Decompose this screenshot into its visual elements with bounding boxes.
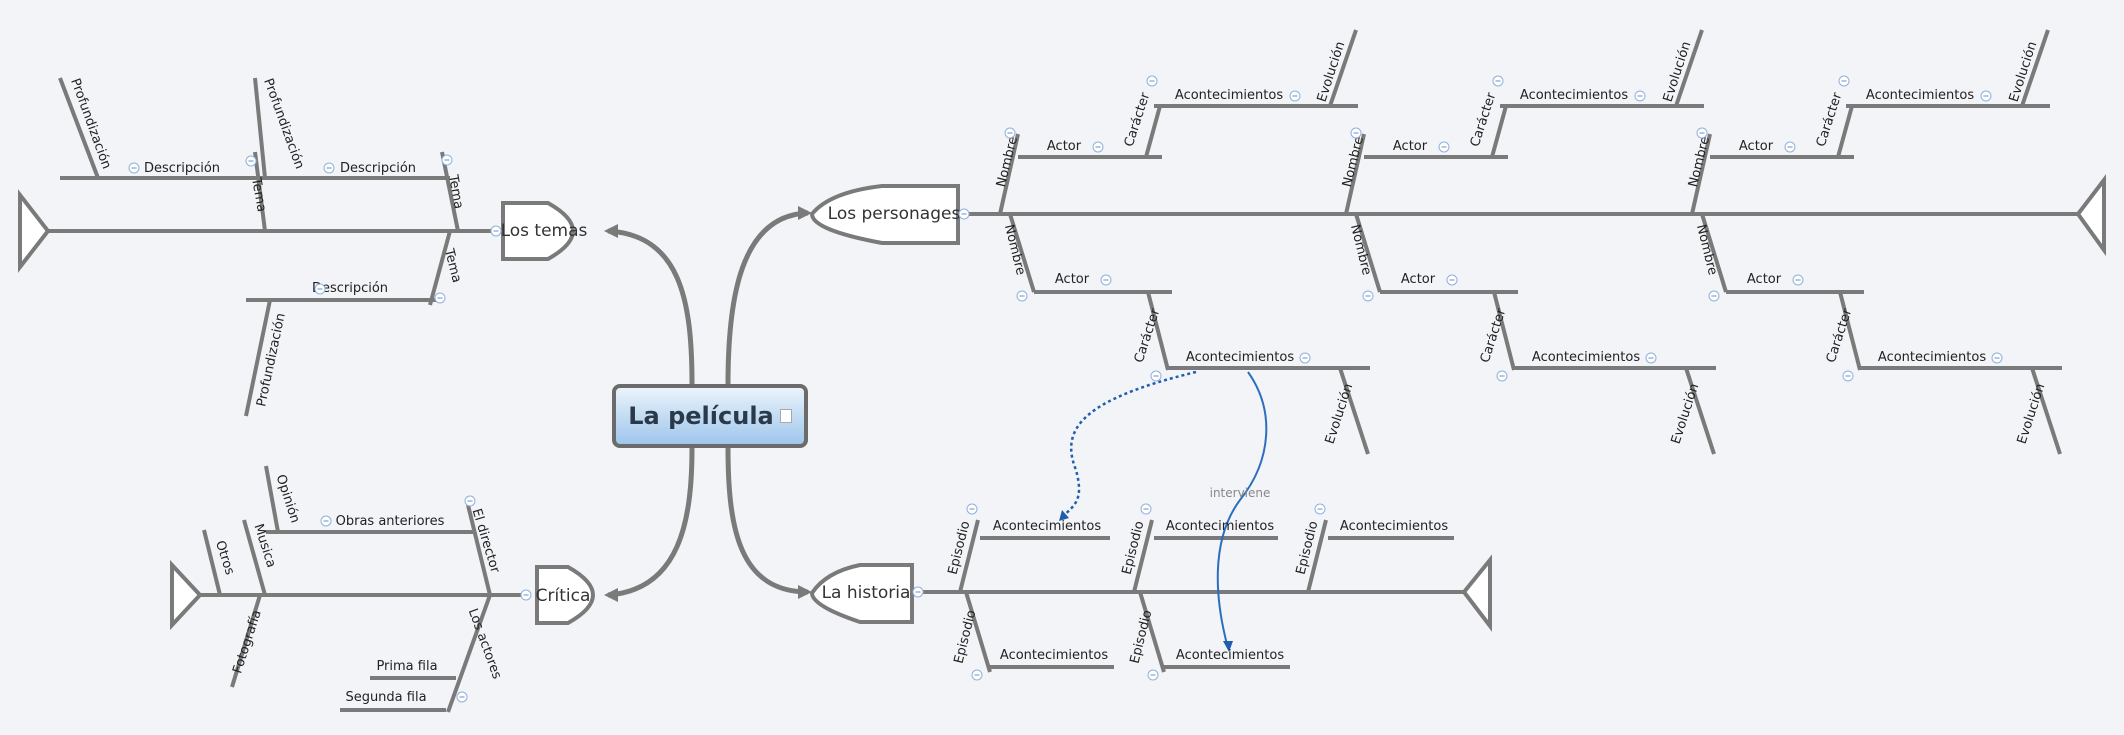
collapse-icon[interactable] [434,292,446,304]
collapse-icon[interactable] [245,155,257,167]
collapse-icon[interactable] [1004,127,1016,139]
historia-topic[interactable]: La historia [821,583,911,603]
collapse-icon[interactable] [1492,75,1504,87]
critica-head-shape [535,565,595,625]
central-topic[interactable]: La película [612,384,808,448]
collapse-icon[interactable] [520,589,532,601]
collapse-icon[interactable] [958,208,970,220]
historia-acont-1b: Acontecimientos [999,648,1109,663]
collapse-icon[interactable] [456,691,468,703]
collapse-icon[interactable] [464,495,476,507]
collapse-icon[interactable] [1147,669,1159,681]
personages-actor-1b: Actor [1054,272,1090,287]
historia-tail [1461,554,1492,632]
connector-critica [607,447,695,598]
collapse-icon[interactable] [1140,503,1152,515]
historia-acont-2b: Acontecimientos [1175,648,1285,663]
personages-tail [2075,174,2106,257]
temas-desc-2: Descripción [339,161,417,176]
personages-topic[interactable]: Los personages [827,204,961,224]
collapse-icon[interactable] [1645,352,1657,364]
collapse-icon[interactable] [314,283,326,295]
collapse-icon[interactable] [441,154,453,166]
collapse-icon[interactable] [1146,75,1158,87]
personages-actor-1a: Actor [1046,139,1082,154]
personages-acont-1a: Acontecimientos [1174,88,1284,103]
central-topic-title: La película [628,402,774,430]
collapse-icon[interactable] [1092,141,1104,153]
collapse-icon[interactable] [490,225,502,237]
personages-actor-2b: Actor [1400,272,1436,287]
collapse-icon[interactable] [1838,75,1850,87]
personages-actor-3b: Actor [1746,272,1782,287]
historia-acont-2a: Acontecimientos [1165,519,1275,534]
historia-acont-3a: Acontecimientos [1339,519,1449,534]
connector-temas [607,228,695,385]
collapse-icon[interactable] [1991,352,2003,364]
temas-tail [18,189,51,273]
critica-obras: Obras anteriores [335,514,445,529]
collapse-icon[interactable] [1980,90,1992,102]
collapse-icon[interactable] [971,669,983,681]
collapse-icon[interactable] [1362,290,1374,302]
personages-actor-3a: Actor [1738,139,1774,154]
collapse-icon[interactable] [1299,352,1311,364]
personages-acont-3a: Acontecimientos [1865,88,1975,103]
connector-personages [725,210,809,385]
collapse-icon[interactable] [1438,141,1450,153]
collapse-icon[interactable] [1446,274,1458,286]
critica-prima-fila: Prima fila [376,659,438,674]
note-icon [779,409,792,423]
collapse-icon[interactable] [1784,141,1796,153]
collapse-icon[interactable] [912,586,924,598]
collapse-icon[interactable] [1289,90,1301,102]
collapse-icon[interactable] [323,162,335,174]
collapse-icon[interactable] [1842,370,1854,382]
critica-segunda-fila: Segunda fila [345,690,427,705]
collapse-icon[interactable] [320,515,332,527]
collapse-icon[interactable] [1496,370,1508,382]
collapse-icon[interactable] [1792,274,1804,286]
collapse-icon[interactable] [128,162,140,174]
relation-interviene [1216,371,1268,649]
personages-actor-2a: Actor [1392,139,1428,154]
collapse-icon[interactable] [1150,370,1162,382]
collapse-icon[interactable] [1708,290,1720,302]
collapse-icon[interactable] [1350,127,1362,139]
collapse-icon[interactable] [1314,503,1326,515]
temas-topic[interactable]: Los temas [500,221,588,241]
temas-desc-1: Descripción [143,161,221,176]
collapse-icon[interactable] [1696,127,1708,139]
personages-head-shape [809,184,960,245]
historia-head-shape [809,563,914,624]
personages-acont-2a: Acontecimientos [1519,88,1629,103]
relation-dotted [1061,370,1197,518]
connector-historia [725,447,809,595]
historia-acont-1a: Acontecimientos [992,519,1102,534]
personages-acont-1b: Acontecimientos [1185,350,1295,365]
relationship-label[interactable]: interviene [1209,486,1271,500]
personages-acont-2b: Acontecimientos [1531,350,1641,365]
collapse-icon[interactable] [966,503,978,515]
collapse-icon[interactable] [1100,274,1112,286]
collapse-icon[interactable] [1016,290,1028,302]
critica-tail [170,559,203,631]
collapse-icon[interactable] [1634,90,1646,102]
critica-topic[interactable]: Crítica [535,586,591,606]
temas-head-shape [501,201,575,261]
temas-desc-3: Descripción [311,281,389,296]
personages-acont-3b: Acontecimientos [1877,350,1987,365]
